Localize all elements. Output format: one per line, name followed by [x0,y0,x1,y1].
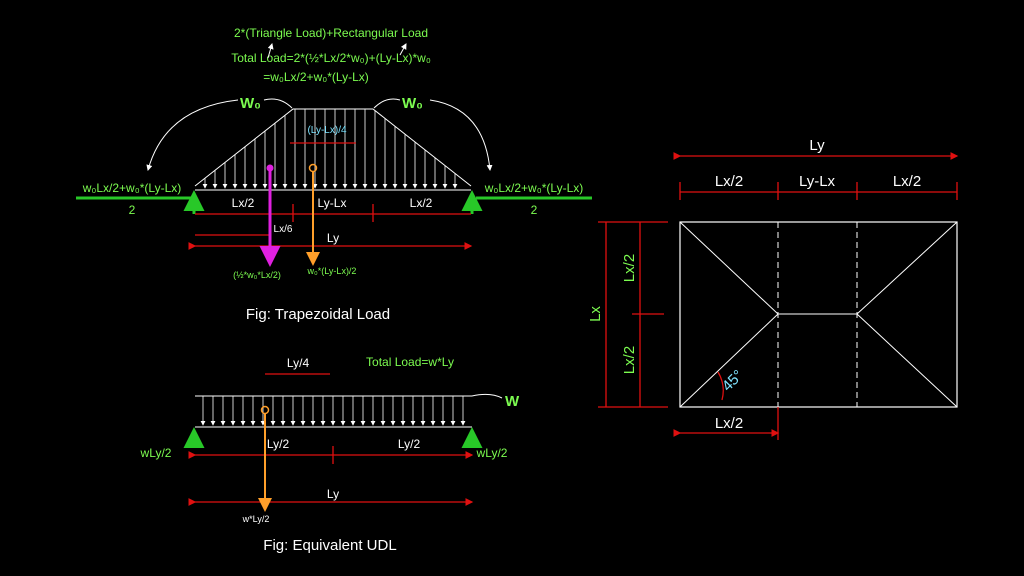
w-pointer [471,393,503,399]
rectangle-resultant-label: w₀*(Ly-Lx)/2 [307,266,357,276]
udl-dim-half-left: Ly/2 [267,437,290,451]
formula-line-1: 2*(Triangle Load)+Rectangular Load [234,26,428,40]
trapezoid-caption: Fig: Trapezoidal Load [246,306,390,323]
plan-side-lx: Lx [587,306,604,322]
plan-top-lx2-right: Lx/2 [893,173,921,190]
slab-plan-diagram: Ly Lx/2 Ly-Lx Lx/2 45° Lx Lx/2 Lx/2 Lx/2 [587,137,959,440]
plan-side-lx2-bottom: Lx/2 [621,346,638,374]
ly4-label: Ly/4 [287,356,310,370]
curved-arrow-right [429,99,493,171]
plan-ly-label: Ly [809,137,825,154]
curved-arrow-left [146,99,239,171]
yield-lines-bottom [679,313,958,408]
trapezoid-load-arrows [202,109,458,189]
formula-pointer-2 [399,43,407,56]
equivalent-udl-diagram: Ly/4 Total Load=w*Ly W wLy/2 wLy/2 Ly/2 … [140,355,520,554]
plan-top-ly-lx: Ly-Lx [799,173,836,190]
angle-arc [717,371,724,401]
dim-lx6: Lx/6 [274,224,293,235]
udl-dim-ly: Ly [327,487,339,501]
slab-outline [679,221,958,408]
dim-ly-lx: Ly-Lx [318,196,347,210]
plan-side-lx2-top: Lx/2 [621,254,638,282]
udl-caption: Fig: Equivalent UDL [263,537,396,554]
curve-link-right [373,98,401,109]
plan-bottom-lx2: Lx/2 [715,415,743,432]
rectangle-centroid [308,163,318,173]
trapezoidal-load-diagram: 2*(Triangle Load)+Rectangular Load Total… [76,26,592,323]
dim-lx2-right: Lx/2 [410,196,433,210]
curve-link-left [263,98,293,109]
udl-dim-half-right: Ly/2 [398,437,421,451]
right-reaction-numerator: w₀Lx/2+w₀*(Ly-Lx) [484,181,584,195]
trapezoid-outline [194,108,472,187]
w0-label-right: W₀ [402,95,423,112]
udl-right-reaction: wLy/2 [476,446,508,460]
left-reaction-denominator: 2 [129,203,136,217]
dim-ly: Ly [327,231,339,245]
top-dimension-label: (Ly-Lx)/4 [307,125,347,136]
udl-total-load: Total Load=w*Ly [366,355,454,369]
left-reaction-numerator: w₀Lx/2+w₀*(Ly-Lx) [82,181,182,195]
plan-top-lx2-left: Lx/2 [715,173,743,190]
dim-lx2-left: Lx/2 [232,196,255,210]
yield-lines-top [679,221,958,315]
udl-left-reaction: wLy/2 [140,446,172,460]
w0-label-left: W₀ [240,95,261,112]
udl-load-arrows [200,396,466,426]
udl-centroid [260,405,270,415]
udl-w-label: W [505,393,520,410]
formula-line-3: =w₀Lx/2+w₀*(Ly-Lx) [263,70,369,84]
formula-pointer-1 [267,43,274,59]
triangle-resultant-label: (½*w₀*Lx/2) [233,270,281,280]
formula-line-2: Total Load=2*(½*Lx/2*w₀)+(Ly-Lx)*w₀ [231,51,431,65]
udl-resultant-label: w*Ly/2 [242,514,270,524]
right-reaction-denominator: 2 [531,203,538,217]
